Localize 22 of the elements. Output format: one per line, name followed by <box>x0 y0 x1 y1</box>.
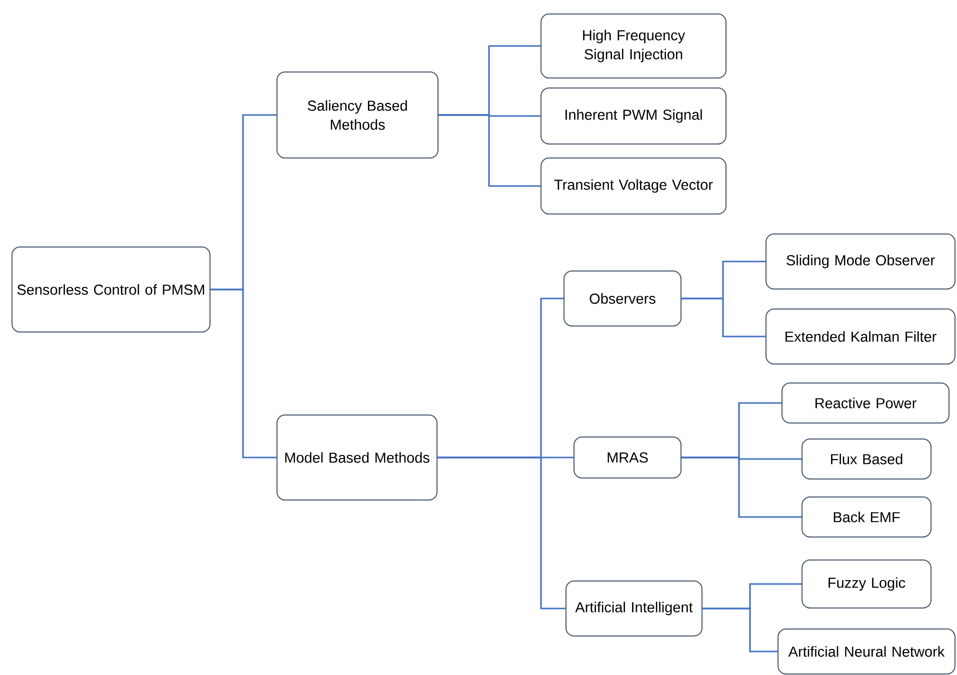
text-box: Back EMF <box>802 496 932 538</box>
text-box: Artificial Intelligent <box>566 580 702 636</box>
text-box: MRAS <box>574 436 682 478</box>
text-box: Inherent PWM Signal <box>540 88 726 144</box>
text-box: Saliency Based Methods <box>276 72 438 158</box>
text-box: Sensorless Control of PMSM <box>12 246 210 332</box>
text-box: Reactive Power <box>782 382 950 424</box>
text-box: Fuzzy Logic <box>802 560 932 608</box>
text-box: Artificial Neural Network <box>778 628 956 674</box>
text-box: Extended Kalman Filter <box>766 308 956 364</box>
connector-line <box>438 456 566 610</box>
text-box: Flux Based <box>802 438 932 480</box>
connector-line <box>682 456 802 518</box>
connector-line <box>682 298 766 338</box>
connector-line <box>438 114 540 187</box>
text-box: High Frequency Signal Injection <box>540 14 726 78</box>
text-box: Observers <box>564 270 682 326</box>
text-box: Sliding Mode Observer <box>766 234 956 290</box>
text-box: Transient Voltage Vector <box>540 158 726 214</box>
connector-line <box>210 288 276 458</box>
connector-line <box>702 608 778 652</box>
text-box: Model Based Methods <box>276 414 438 500</box>
